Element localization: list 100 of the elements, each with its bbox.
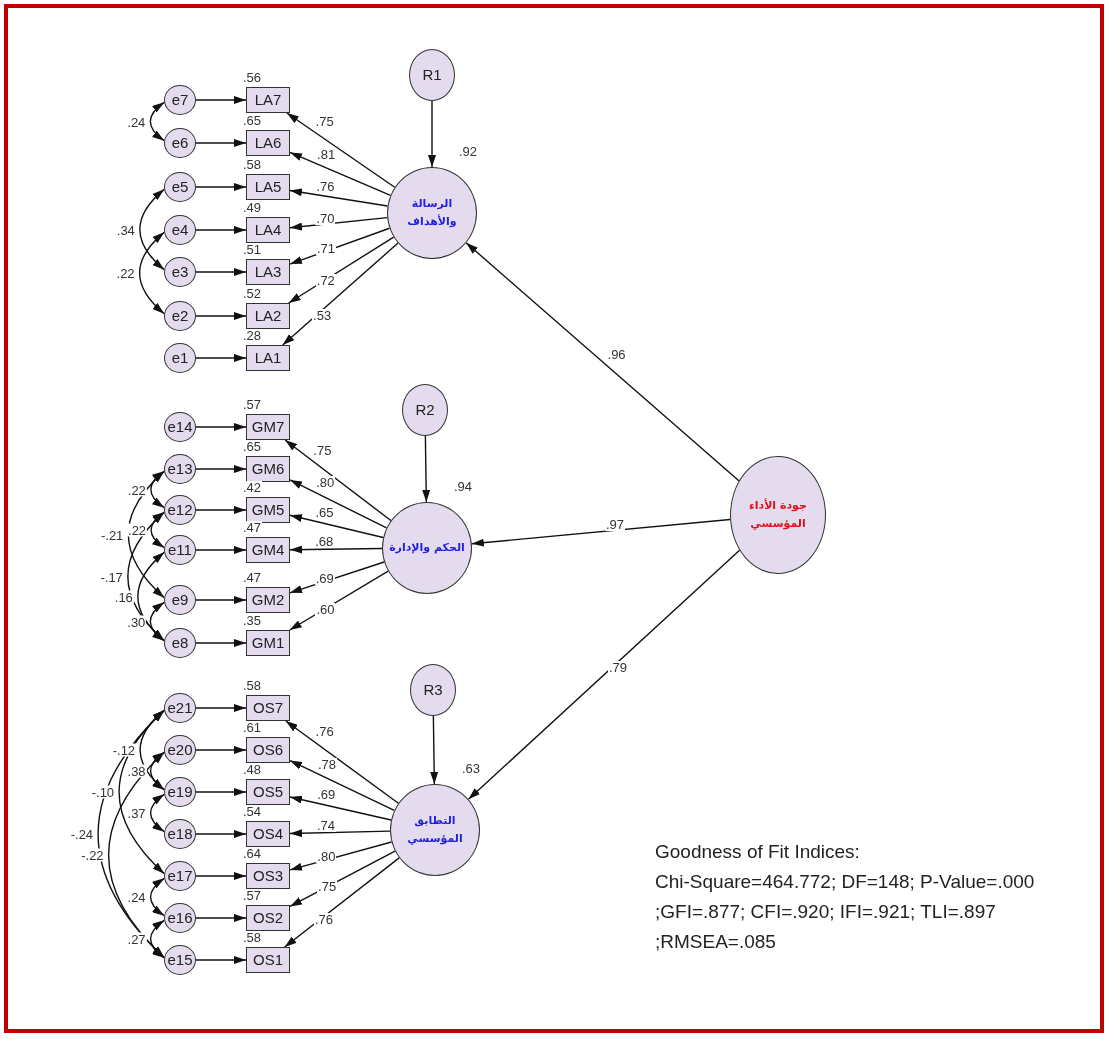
observed-variable-box: [246, 87, 290, 113]
edge-label: .69: [316, 788, 337, 802]
error-term-ellipse: [164, 301, 196, 331]
observed-variable-box: [246, 414, 290, 440]
squared-correlation-value: .57: [242, 398, 263, 411]
node-label: R2: [415, 401, 435, 419]
error-term-ellipse: [410, 664, 456, 716]
squared-correlation-value: .61: [242, 721, 263, 734]
error-term-ellipse: [164, 343, 196, 373]
error-term-ellipse: [164, 535, 196, 565]
arrow: [195, 872, 247, 880]
node-label: OS5: [253, 783, 283, 801]
edge-label: .16: [113, 590, 134, 603]
observed-variable-box: [246, 695, 290, 721]
arrow: [195, 268, 247, 276]
arrow: [195, 506, 247, 514]
squared-correlation-value: .47: [242, 571, 263, 584]
squared-correlation-value: .42: [242, 481, 263, 494]
observed-variable-box: [246, 497, 290, 523]
observed-variable-box: [246, 303, 290, 329]
arrow: [289, 795, 392, 821]
covariance-arc: [138, 231, 165, 315]
error-term-ellipse: [164, 903, 196, 933]
error-term-ellipse: [164, 128, 196, 158]
edge-label: -.24: [69, 827, 95, 841]
node-label: e15: [167, 951, 193, 969]
arrow: [289, 829, 391, 838]
arrow: [195, 830, 247, 838]
node-label: e4: [171, 221, 189, 239]
edge-label: .74: [316, 818, 337, 832]
arrow: [195, 96, 247, 104]
arrow: [195, 914, 247, 922]
node-label: OS2: [253, 909, 283, 927]
observed-variable-box: [246, 630, 290, 656]
edge-label: .79: [608, 660, 629, 674]
error-term-ellipse: [164, 495, 196, 525]
arrow: [195, 139, 247, 147]
edge-label: -.17: [99, 570, 124, 583]
error-term-ellipse: [164, 735, 196, 765]
node-label: التطابق المؤسسي: [406, 813, 464, 847]
arrow: [195, 546, 247, 554]
arrow: [289, 841, 393, 871]
squared-correlation-value: .54: [242, 805, 263, 818]
node-label: e19: [167, 783, 193, 801]
error-term-ellipse: [164, 412, 196, 442]
arrow: [428, 100, 436, 168]
squared-correlation-value: .57: [242, 889, 263, 902]
node-label: GM5: [251, 501, 285, 519]
arrow: [289, 479, 388, 529]
node-label: OS6: [253, 741, 283, 759]
arrow: [289, 216, 388, 231]
arrow: [288, 236, 395, 304]
node-label: GM4: [251, 541, 285, 559]
error-term-ellipse: [164, 693, 196, 723]
edge-label: .27: [126, 932, 147, 946]
covariance-arc: [149, 101, 165, 142]
arrow: [195, 354, 247, 362]
error-term-ellipse: [164, 85, 196, 115]
edge-label: .80: [315, 476, 336, 490]
edge-label: .22: [115, 266, 136, 280]
covariance-arc: [127, 470, 165, 599]
arrow: [195, 226, 247, 234]
node-label: GM2: [251, 591, 285, 609]
squared-correlation-value: .64: [242, 847, 263, 860]
arrow: [284, 439, 392, 522]
covariance-arc: [150, 470, 165, 509]
edge-label: -.12: [111, 743, 137, 757]
squared-correlation-value: .58: [242, 679, 263, 692]
squared-correlation-value: .58: [242, 931, 263, 944]
edge-label: .69: [314, 572, 335, 586]
edge-label: .70: [315, 211, 336, 225]
arrow: [195, 788, 247, 796]
observed-variable-box: [246, 259, 290, 285]
arrow: [195, 639, 247, 647]
node-label: e11: [168, 541, 192, 559]
arrow: [285, 720, 400, 804]
edge-label: .76: [313, 913, 334, 927]
arrow: [195, 183, 247, 191]
edge-label: .60: [315, 603, 336, 617]
arrow: [422, 435, 431, 503]
fit-indices-text: Goodness of Fit Indices:: [655, 842, 860, 861]
edge-label: -.22: [80, 848, 105, 862]
node-label: R1: [422, 66, 442, 84]
squared-correlation-value: .65: [242, 440, 263, 453]
edge-label: .96: [606, 347, 627, 361]
observed-variable-box: [246, 905, 290, 931]
squared-correlation-value: .56: [242, 71, 263, 84]
arrow: [282, 242, 399, 346]
error-term-ellipse: [164, 777, 196, 807]
squared-correlation-value: .58: [242, 158, 263, 171]
node-label: GM1: [251, 634, 285, 652]
observed-variable-box: [246, 587, 290, 613]
arrow: [284, 857, 400, 948]
observed-variable-box: [246, 130, 290, 156]
arrow: [195, 956, 247, 964]
node-label: LA2: [254, 307, 282, 325]
node-label: e3: [171, 263, 189, 281]
error-term-ellipse: [164, 861, 196, 891]
node-label: e8: [171, 634, 189, 652]
r-squared-value: .63: [461, 762, 482, 775]
